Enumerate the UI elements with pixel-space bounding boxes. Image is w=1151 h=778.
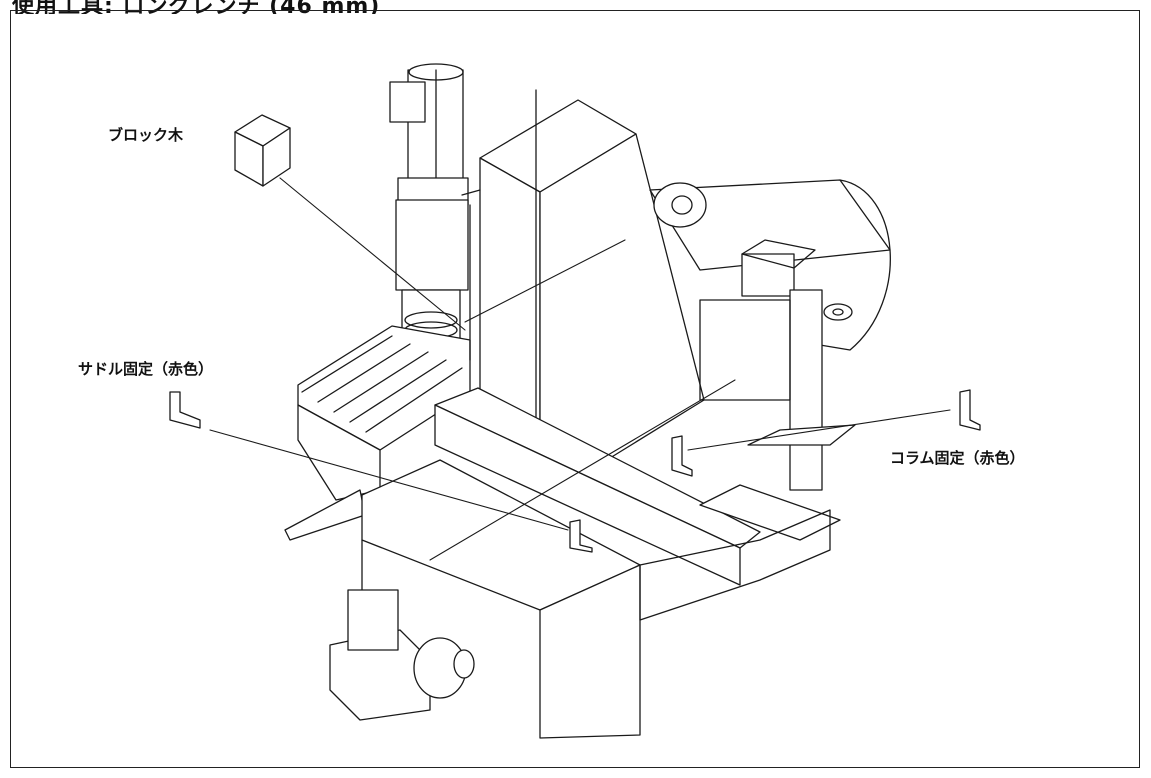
spindle-motor — [389, 63, 469, 351]
coolant-trough — [434, 387, 856, 586]
column-bracket-mounted — [671, 435, 693, 477]
wood-block — [234, 114, 291, 187]
label-block-wood: ブロック木 — [108, 126, 184, 144]
right-gantry — [649, 179, 891, 491]
machine-base — [361, 459, 831, 739]
main-column — [461, 89, 705, 459]
label-column-fix: コラム固定（赤色） — [890, 449, 1025, 467]
figure-frame — [10, 10, 1140, 768]
label-saddle-fix: サドル固定（赤色） — [78, 360, 214, 378]
saddle-bracket — [169, 391, 201, 429]
servo-motor — [329, 589, 475, 721]
leader-lines — [209, 177, 951, 561]
saddle-bracket-mounted — [569, 519, 593, 553]
column-bracket — [959, 389, 981, 431]
